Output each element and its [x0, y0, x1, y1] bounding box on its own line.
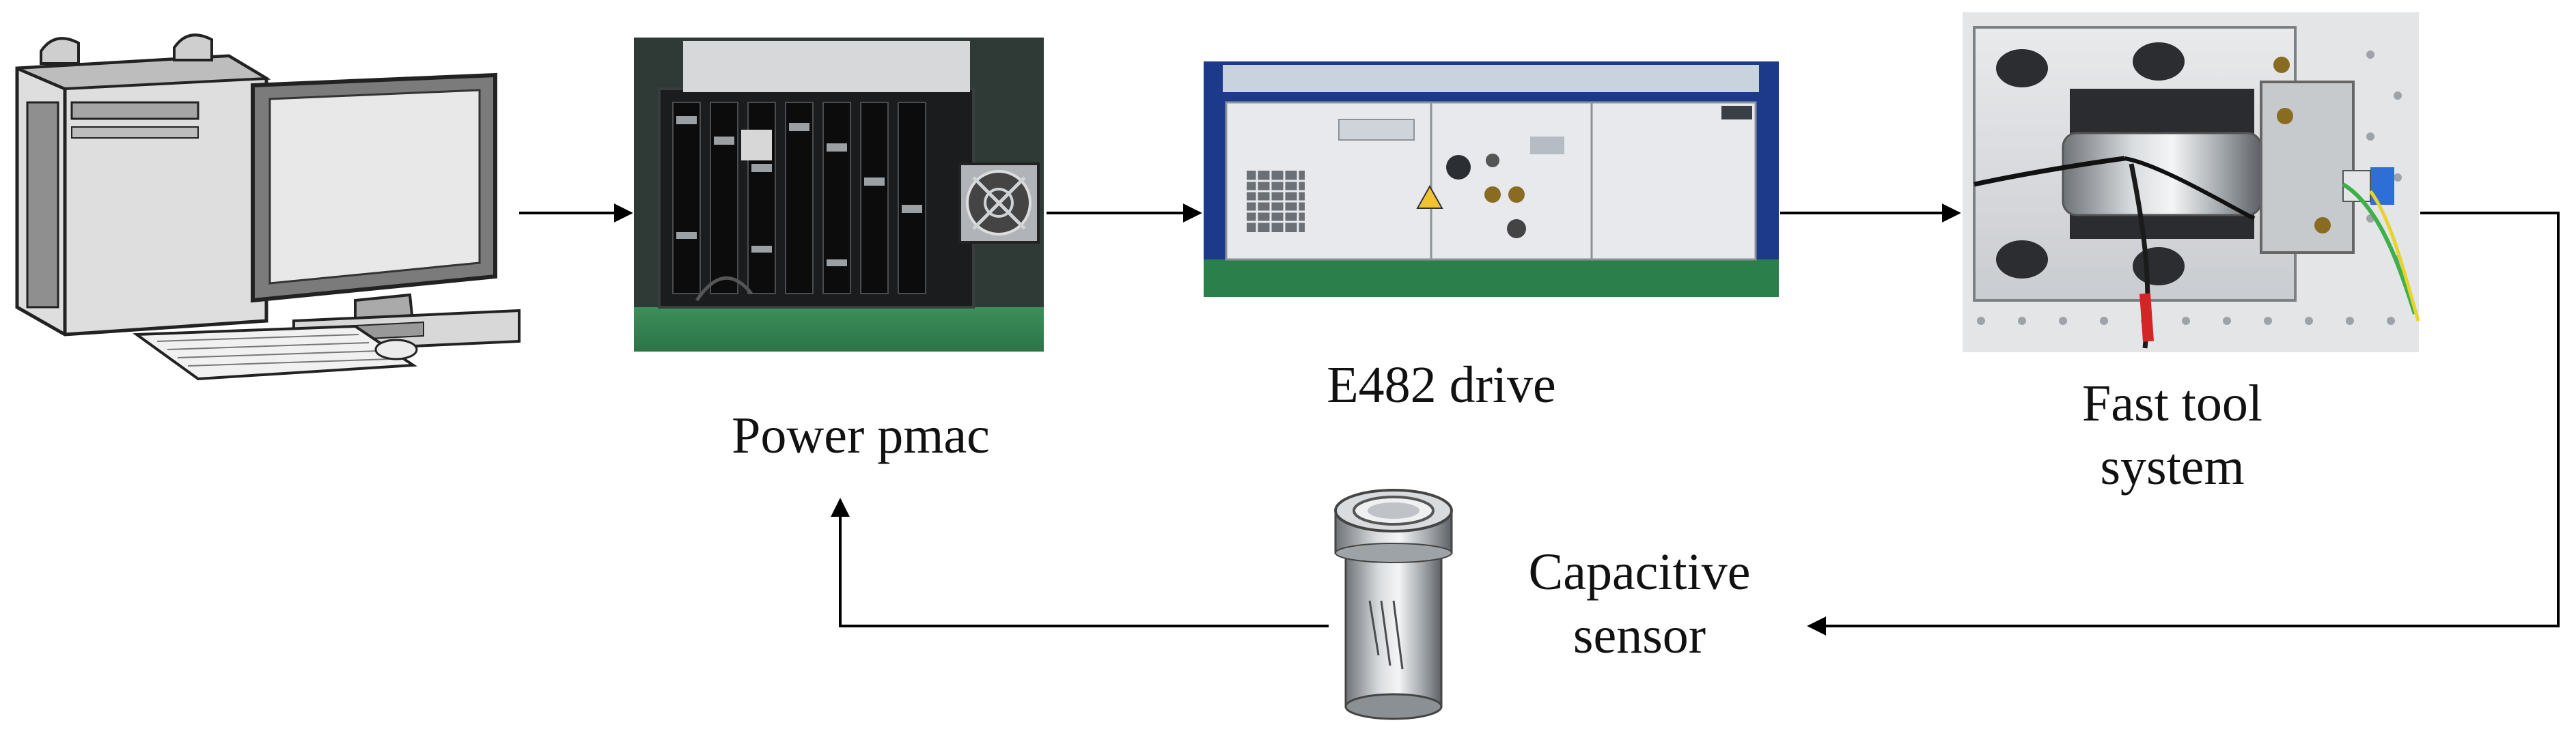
- desktop-computer-icon: [15, 33, 521, 381]
- e482-drive-label: E482 drive: [1327, 356, 1556, 414]
- fast-tool-stage-icon: [1963, 12, 2420, 352]
- arrow-sensor-to-pmac: [831, 498, 1329, 627]
- fast-tool-system-label: Fast tool system: [2082, 375, 2262, 496]
- capacitive-probe-icon: [1334, 489, 1453, 720]
- power-pmac-label: Power pmac: [732, 407, 990, 464]
- amplifier-rack-icon: [1204, 61, 1779, 297]
- capacitive-sensor-label: Capacitive sensor: [1528, 543, 1751, 664]
- arrow-fast-tool-to-sensor: [1807, 212, 2560, 636]
- controller-board-icon: [634, 38, 1044, 352]
- signal-arrows: [519, 203, 2560, 636]
